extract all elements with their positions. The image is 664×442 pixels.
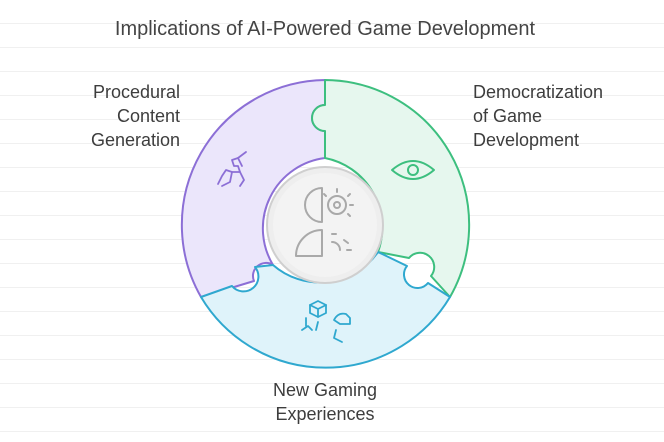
label-line: New Gaming <box>272 380 378 400</box>
label-line: Experiences <box>275 404 375 424</box>
vr-game-icon <box>301 300 351 343</box>
label-line: Generation <box>90 130 180 150</box>
ai-head-gear-icon <box>295 187 354 257</box>
eye-icon <box>391 160 435 180</box>
label-procedural-content-generation: Procedural Content Generation <box>91 80 180 152</box>
label-line: Content <box>116 106 180 126</box>
diagram-title: Implications of AI-Powered Game Developm… <box>114 18 536 40</box>
label-line: of Game <box>473 106 543 126</box>
label-line: Procedural <box>92 82 180 102</box>
label-democratization: Democratization of Game Development <box>473 80 603 152</box>
label-new-gaming-experiences: New Gaming Experiences <box>225 378 425 426</box>
label-line: Democratization <box>473 82 604 102</box>
label-line: Development <box>473 130 580 150</box>
center-circle-inner <box>273 173 377 277</box>
unicorn-icon <box>217 151 247 187</box>
segment-democratization <box>311 79 471 298</box>
